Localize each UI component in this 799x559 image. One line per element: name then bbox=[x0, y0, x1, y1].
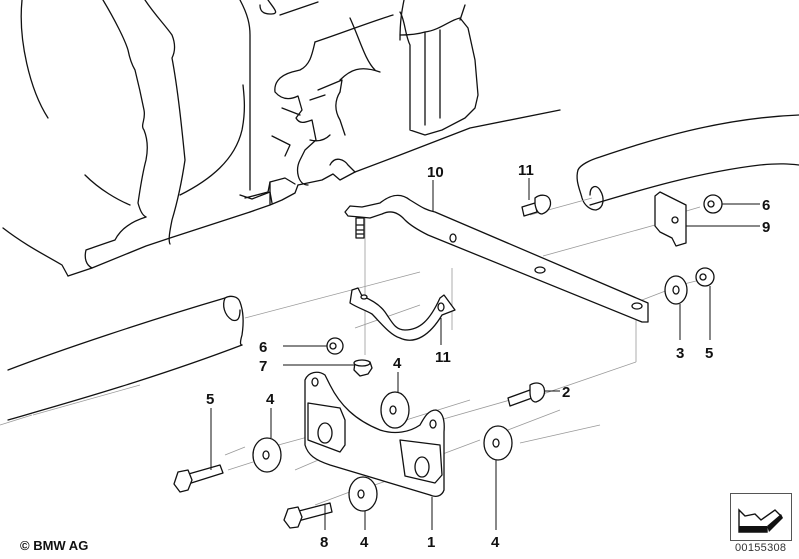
callout-4-a[interactable]: 4 bbox=[393, 355, 402, 372]
part-4-rubber-mount-c bbox=[348, 476, 378, 512]
part-4-rubber-mount-d bbox=[483, 425, 513, 461]
part-7-clip-bracket bbox=[654, 191, 687, 247]
copyright-label: © BMW AG bbox=[20, 538, 89, 553]
part-10-bolt bbox=[521, 194, 552, 217]
part-5-bolt-b bbox=[283, 502, 333, 529]
callout-4-c[interactable]: 4 bbox=[360, 534, 369, 551]
callout-6-upper[interactable]: 6 bbox=[762, 197, 770, 214]
callout-5-b[interactable]: 8 bbox=[320, 534, 328, 551]
callout-11-lower[interactable]: 7 bbox=[259, 358, 267, 375]
callout-4-b[interactable]: 4 bbox=[266, 391, 275, 408]
callout-9[interactable]: 11 bbox=[435, 349, 451, 366]
exhaust-pipe-right bbox=[576, 114, 799, 211]
callouts: 10 11 6 9 11 6 7 4 2 3 5 5 4 8 4 1 4 bbox=[206, 162, 770, 551]
part-6-nut-upper bbox=[703, 194, 723, 214]
exhaust-pipe-left bbox=[7, 295, 244, 421]
part-8-strap-bracket bbox=[344, 194, 649, 323]
callout-8[interactable]: 10 bbox=[427, 164, 444, 181]
part-2-bolt bbox=[507, 382, 546, 407]
part-4-rubber-mount-b bbox=[252, 437, 282, 473]
callout-5-a[interactable]: 5 bbox=[206, 391, 214, 408]
part-3-washer bbox=[664, 275, 688, 305]
part-11-nut-lower bbox=[353, 359, 373, 377]
part-4-rubber-mount-a bbox=[380, 391, 410, 429]
leader-lines bbox=[210, 178, 760, 530]
transmission-housing bbox=[2, 0, 561, 277]
callout-3[interactable]: 3 bbox=[676, 345, 684, 362]
part-6-nut-lower bbox=[695, 267, 715, 287]
part-9-lower-clamp bbox=[349, 287, 456, 341]
callout-2[interactable]: 2 bbox=[562, 384, 570, 401]
callout-4-d[interactable]: 4 bbox=[491, 534, 500, 551]
callout-11-upper[interactable]: 6 bbox=[259, 339, 267, 356]
callout-6-lower[interactable]: 5 bbox=[705, 345, 713, 362]
part-5-bolt-a bbox=[173, 464, 224, 493]
part-1-mounting-bracket bbox=[304, 371, 445, 497]
callout-10[interactable]: 11 bbox=[518, 162, 534, 179]
callout-7[interactable]: 9 bbox=[762, 219, 770, 236]
document-number: 00155308 bbox=[735, 542, 787, 554]
arrow-down-left-icon bbox=[738, 508, 783, 533]
callout-1[interactable]: 1 bbox=[427, 534, 435, 551]
part-11-nut-upper bbox=[326, 337, 344, 355]
navigation-arrow-button[interactable] bbox=[730, 493, 792, 541]
